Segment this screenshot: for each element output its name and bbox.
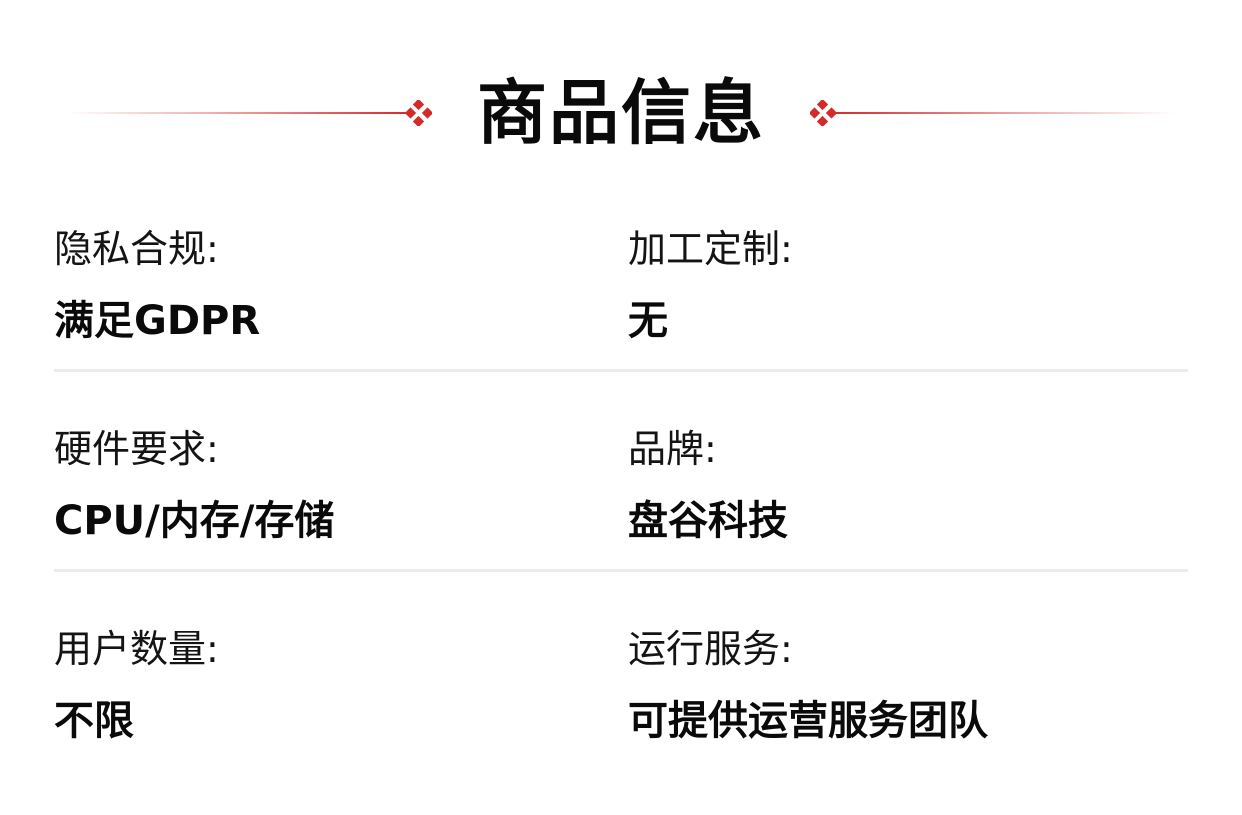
spec-item-customization: 加工定制: 无	[628, 218, 793, 352]
spec-item-hardware: 硬件要求: CPU/内存/存储	[54, 418, 334, 552]
spec-row: 隐私合规: 满足GDPR 加工定制: 无	[54, 218, 1188, 372]
section-header: 商品信息	[0, 70, 1242, 156]
spec-label: 品牌:	[628, 427, 717, 471]
spec-item-user-count: 用户数量: 不限	[54, 618, 219, 752]
spec-label: 运行服务:	[628, 627, 793, 671]
spec-list: 隐私合规: 满足GDPR 加工定制: 无 硬件要求: CPU/内存/存储 品牌:…	[54, 218, 1188, 772]
spec-label: 用户数量:	[54, 627, 219, 671]
spec-label: 隐私合规:	[54, 227, 219, 271]
spec-item-service: 运行服务: 可提供运营服务团队	[628, 618, 988, 752]
diamond-ornament-icon	[406, 100, 432, 126]
spec-row: 硬件要求: CPU/内存/存储 品牌: 盘谷科技	[54, 418, 1188, 572]
spec-value: 满足GDPR	[54, 298, 261, 344]
spec-value: 不限	[54, 698, 134, 744]
spec-label: 硬件要求:	[54, 427, 219, 471]
spec-value: CPU/内存/存储	[54, 498, 335, 544]
spec-label: 加工定制:	[628, 227, 793, 271]
diamond-ornament-icon	[810, 100, 836, 126]
spec-item-brand: 品牌: 盘谷科技	[628, 418, 788, 552]
header-right-line	[832, 112, 1176, 114]
header-left-line	[66, 112, 410, 114]
spec-value: 无	[628, 298, 668, 344]
spec-value: 可提供运营服务团队	[628, 698, 988, 744]
page-title: 商品信息	[477, 72, 765, 154]
spec-item-privacy: 隐私合规: 满足GDPR	[54, 218, 260, 352]
spec-value: 盘谷科技	[628, 498, 788, 544]
spec-row: 用户数量: 不限 运行服务: 可提供运营服务团队	[54, 618, 1188, 772]
